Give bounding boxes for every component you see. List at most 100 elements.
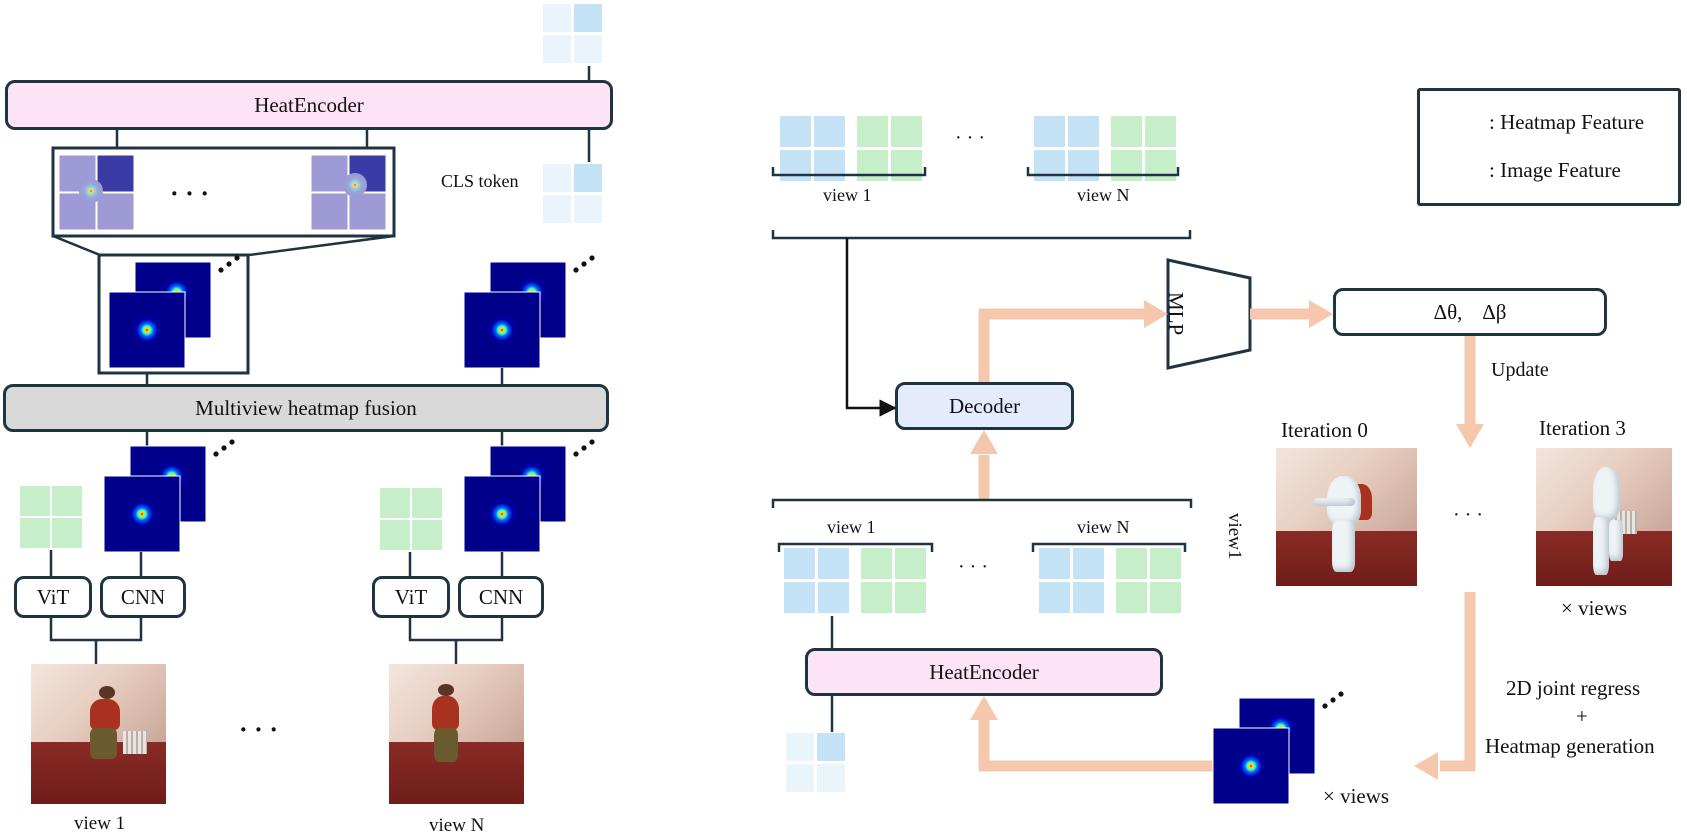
bottom-heatmap-token-view1-cell xyxy=(784,582,815,613)
regress-line3: Heatmap generation xyxy=(1485,734,1655,758)
image-token-view1-cell xyxy=(20,518,50,548)
decoder-box: Decoder xyxy=(895,382,1074,430)
ellipsis-right-bottom-tokens: · · · xyxy=(958,556,988,578)
top-heatmap-token-viewN-cell xyxy=(1034,116,1065,147)
iteration-0-label: Iteration 0 xyxy=(1281,418,1368,442)
legend-box xyxy=(1417,88,1681,206)
cls-token-grid-cell xyxy=(543,164,571,192)
image-token-view1-cell xyxy=(52,486,82,516)
image-token-viewN-cell xyxy=(412,488,442,518)
left-heat-encoder-label: HeatEncoder xyxy=(254,92,364,117)
heatmap-stack-viewN-bottom-dot xyxy=(589,439,595,445)
bottom-heatmap-token-viewN-cell xyxy=(1039,582,1070,613)
cls-token-grid-cell xyxy=(574,164,602,192)
heatmap-stack-view1-top-front-peak xyxy=(131,314,163,346)
bottom-image-token-viewN-cell xyxy=(1150,548,1181,579)
mlp-trapezoid xyxy=(1166,258,1252,370)
faded-token-view1-peak xyxy=(79,179,103,203)
heatmap-stack-view1-top-dot xyxy=(218,267,224,273)
faded-token-view1-cell xyxy=(96,154,135,193)
bottom-image-token-viewN-cell xyxy=(1116,548,1147,579)
input-image-viewN xyxy=(389,664,524,804)
top-cls-token-cell xyxy=(574,35,602,63)
backbone-join-line xyxy=(49,618,143,642)
iteration-3-label: Iteration 3 xyxy=(1539,416,1626,440)
top-view1-bracket xyxy=(771,167,927,177)
cnn-label-viewN: CNN xyxy=(478,584,524,609)
faded-token-viewN-cell xyxy=(310,154,349,193)
top-heatmap-token-viewN-cell xyxy=(1068,150,1099,181)
top-image-token-viewN-cell xyxy=(1145,116,1176,147)
vit-label-viewN: ViT xyxy=(394,584,428,609)
times-views-top-label: × views xyxy=(1561,596,1628,620)
delta-label: Δθ, Δβ xyxy=(1433,299,1507,324)
bottom-image-token-viewN-cell xyxy=(1150,582,1181,613)
mlp-label: MLP xyxy=(1164,292,1188,336)
regressed-heatmap-stack-dot xyxy=(1338,691,1344,697)
ellipsis-left-images: · · · xyxy=(239,715,279,744)
bottom-heatmap-token-viewN-cell xyxy=(1073,582,1104,613)
bottom-image-token-view1-cell xyxy=(895,582,926,613)
encoder-to-decoder-head xyxy=(970,430,998,454)
decoder-label: Decoder xyxy=(948,393,1021,418)
image-token-viewN-cell xyxy=(412,520,442,550)
delta-box: Δθ, Δβ xyxy=(1333,288,1607,336)
right-heat-encoder: HeatEncoder xyxy=(805,648,1163,696)
left-heat-encoder: HeatEncoder xyxy=(5,80,613,130)
bottom-cls-token-cell xyxy=(786,733,814,761)
bottom-cls-token-cell xyxy=(786,764,814,792)
decoder-to-mlp-arrow xyxy=(978,308,1145,382)
top-group-bracket xyxy=(771,230,1192,240)
heatmap-stack-viewN-top-dot xyxy=(581,261,587,267)
top-heatmap-token-view1-cell xyxy=(814,116,845,147)
heatmap-stack-view1-bottom-dot xyxy=(221,445,227,451)
bottom-heatmap-token-view1-cell xyxy=(818,548,849,579)
top-heatmap-token-viewN-cell xyxy=(1034,150,1065,181)
image-token-viewN-cell xyxy=(380,520,410,550)
top-image-token-viewN-cell xyxy=(1111,116,1142,147)
top-view1-label: view 1 xyxy=(823,185,872,205)
heatmap-stack-viewN-bottom-dot xyxy=(581,445,587,451)
top-image-token-view1-cell xyxy=(891,150,922,181)
bottom-view1-label: view 1 xyxy=(827,517,876,537)
heatmap-stack-view1-bottom-dot xyxy=(213,451,219,457)
bottom-heatmap-token-view1-cell xyxy=(818,582,849,613)
left-view1-label: view 1 xyxy=(74,813,126,834)
bottom-heatmap-token-viewN-cell xyxy=(1073,548,1104,579)
top-image-token-viewN-cell xyxy=(1111,150,1142,181)
top-cls-token-cell xyxy=(543,35,571,63)
times-views-bottom-label: × views xyxy=(1323,784,1390,808)
heatmap-stack-view1-bottom-dot xyxy=(229,439,235,445)
heatmap-stack-viewN-top-dot xyxy=(589,255,595,261)
bottom-viewN-bracket xyxy=(1031,542,1187,552)
image-token-view1-cell xyxy=(52,518,82,548)
cls-token-label: CLS token xyxy=(441,171,519,191)
update-label: Update xyxy=(1491,359,1549,381)
bottom-view1-bracket xyxy=(777,542,934,552)
right-heat-encoder-label: HeatEncoder xyxy=(929,659,1039,684)
top-viewN-label: view N xyxy=(1077,185,1130,205)
image-token-viewN-cell xyxy=(380,488,410,518)
ellipsis-right-top-tokens: · · · xyxy=(955,127,985,149)
faded-token-viewN-cell xyxy=(310,192,349,231)
top-viewN-bracket xyxy=(1026,167,1180,177)
cls-token-grid-cell xyxy=(543,195,571,223)
heatmap-stack-view1-top-dot xyxy=(234,255,240,261)
image-token-view1-cell xyxy=(20,486,50,516)
legend-image-label: : Image Feature xyxy=(1489,158,1621,182)
faded-token-view1-cell xyxy=(96,192,135,231)
bottom-heatmap-token-view1-cell xyxy=(784,548,815,579)
regress-line1: 2D joint regress xyxy=(1506,676,1641,700)
heatmap-stack-view1-bottom-front-peak xyxy=(126,498,158,530)
iteration-to-regress-arrow xyxy=(1440,592,1476,772)
top-heatmap-token-viewN-cell xyxy=(1068,116,1099,147)
top-image-token-view1-cell xyxy=(857,150,888,181)
bottom-group-bracket xyxy=(771,498,1193,508)
input-image-view1 xyxy=(31,664,166,804)
regress-line2: + xyxy=(1576,704,1588,728)
top-cls-token-cell xyxy=(543,4,571,32)
cnn-box-viewN: CNN xyxy=(458,576,544,618)
heatmap-stack-viewN-top-front-peak xyxy=(486,314,518,346)
